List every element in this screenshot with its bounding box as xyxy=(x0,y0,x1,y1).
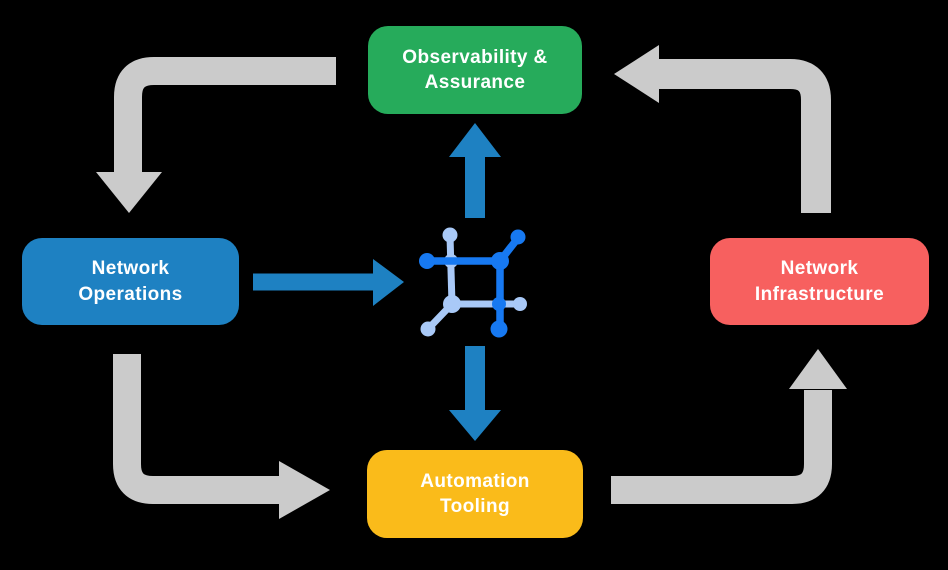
node-network-operations: Network Operations xyxy=(22,238,239,325)
flow-arrow-icon-to-observability xyxy=(449,123,501,218)
node-network-infrastructure: Network Infrastructure xyxy=(710,238,929,325)
node-observability-assurance: Observability & Assurance xyxy=(368,26,582,114)
cycle-arrow-automation-to-infrastructure xyxy=(611,349,847,504)
network-automation-icon xyxy=(419,227,527,338)
cycle-arrow-operations-to-automation xyxy=(113,354,330,519)
cycle-arrow-infrastructure-to-observability xyxy=(614,45,831,213)
flow-arrow-operations-to-icon xyxy=(253,259,404,306)
node-observability-label: Observability & Assurance xyxy=(402,46,548,93)
cycle-arrow-observability-to-operations xyxy=(96,57,336,213)
node-automation-label: Automation Tooling xyxy=(420,470,530,517)
flow-arrow-icon-to-automation xyxy=(449,346,501,441)
node-infrastructure-label: Network Infrastructure xyxy=(754,258,885,305)
node-operations-label: Network Operations xyxy=(78,258,183,305)
node-automation-tooling: Automation Tooling xyxy=(367,450,583,538)
